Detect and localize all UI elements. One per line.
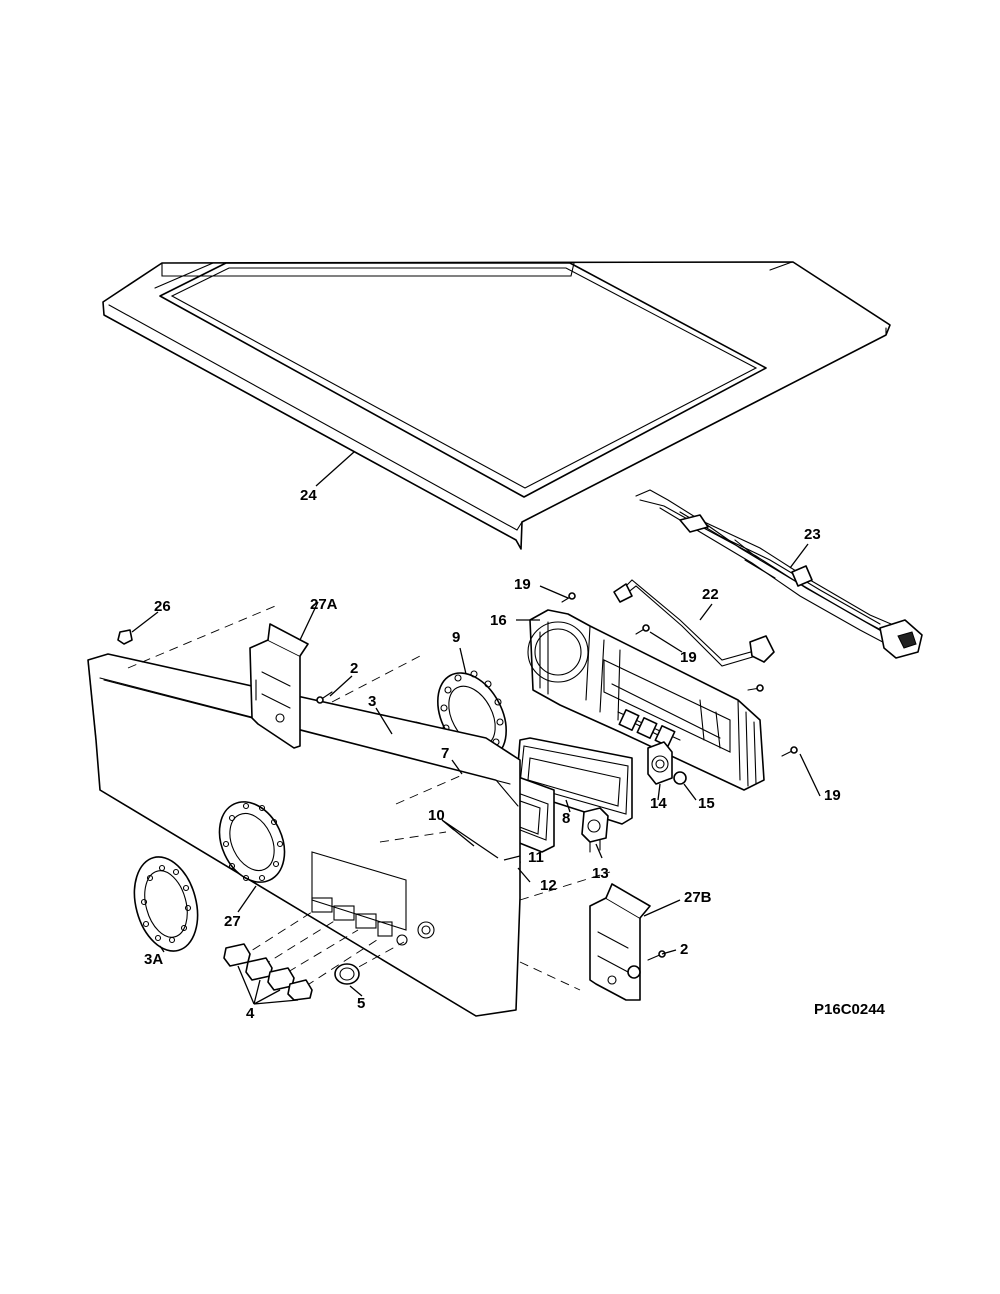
callout-5: 5 bbox=[357, 995, 365, 1012]
callout-19-mid: 19 bbox=[680, 649, 697, 666]
callout-2-right: 2 bbox=[680, 941, 688, 958]
callout-12: 12 bbox=[540, 877, 557, 894]
callout-19-right: 19 bbox=[824, 787, 841, 804]
callout-4: 4 bbox=[246, 1005, 255, 1022]
callout-labels: 24 23 22 19 19 19 16 26 27A 2 9 3 7 8 10… bbox=[144, 487, 841, 1022]
callout-27: 27 bbox=[224, 913, 241, 930]
callout-13: 13 bbox=[592, 865, 609, 882]
rotary-switch bbox=[581, 807, 609, 853]
washer bbox=[673, 771, 687, 785]
wire bbox=[613, 579, 775, 667]
wire-harness bbox=[635, 489, 923, 659]
callout-3a: 3A bbox=[144, 951, 163, 968]
control-board-housing bbox=[527, 609, 765, 791]
callout-11: 11 bbox=[528, 849, 544, 866]
button-keys bbox=[223, 943, 313, 1001]
console-panel bbox=[87, 603, 611, 1017]
callout-9: 9 bbox=[452, 629, 460, 646]
callout-23: 23 bbox=[804, 526, 821, 543]
encoder-switch bbox=[647, 741, 673, 785]
callout-14: 14 bbox=[650, 795, 667, 812]
diagram-code: P16C0244 bbox=[814, 1001, 886, 1018]
callout-16: 16 bbox=[490, 612, 507, 629]
callout-22: 22 bbox=[702, 586, 719, 603]
callout-27a: 27A bbox=[310, 596, 338, 613]
callout-3: 3 bbox=[368, 693, 376, 710]
callout-26: 26 bbox=[154, 598, 171, 615]
callout-15: 15 bbox=[698, 795, 715, 812]
screws-19 bbox=[561, 592, 798, 757]
callout-10: 10 bbox=[428, 807, 445, 824]
screws-2-26 bbox=[117, 629, 666, 961]
callout-2-left: 2 bbox=[350, 660, 358, 677]
callout-27b: 27B bbox=[684, 889, 712, 906]
button-cap bbox=[334, 963, 360, 985]
callout-7: 7 bbox=[441, 745, 449, 762]
callout-8: 8 bbox=[562, 810, 570, 827]
knob-ring-3a bbox=[133, 856, 199, 952]
top-panel bbox=[102, 261, 891, 550]
leader-lines bbox=[131, 451, 821, 1005]
right-bracket bbox=[589, 883, 651, 1001]
left-bracket bbox=[249, 623, 309, 749]
callout-19-top: 19 bbox=[514, 576, 531, 593]
callout-24: 24 bbox=[300, 487, 317, 504]
